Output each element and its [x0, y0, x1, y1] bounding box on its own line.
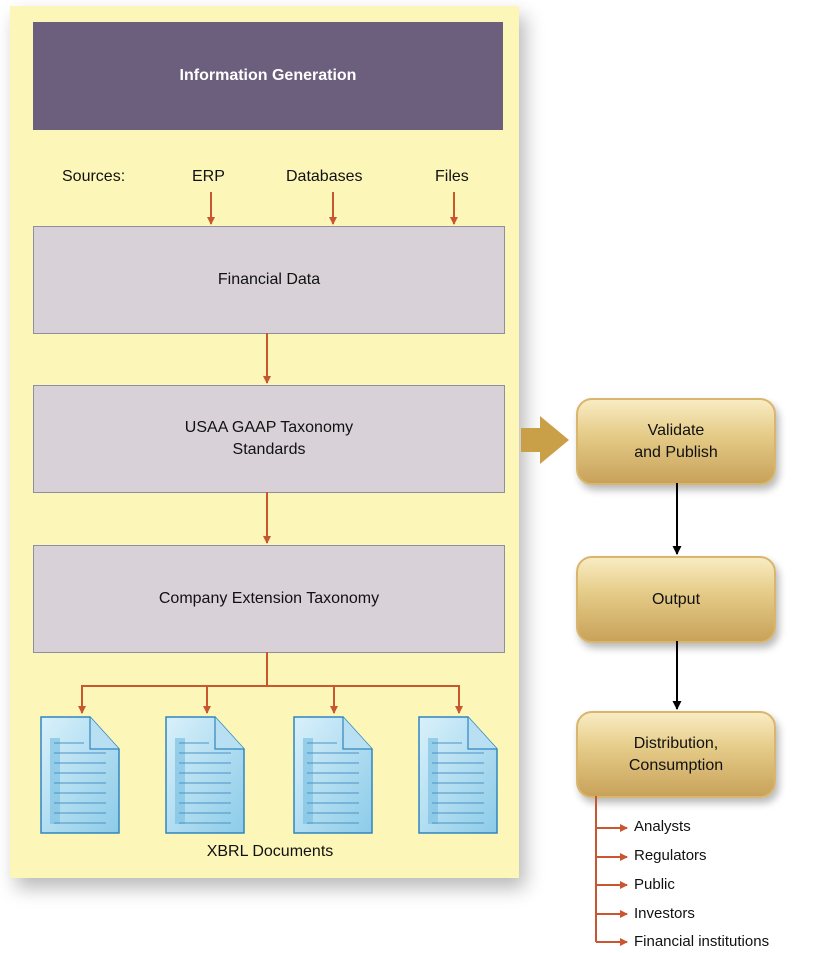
validate-publish-box: Validate and Publish: [576, 398, 776, 485]
header-title: Information Generation: [179, 67, 357, 84]
validate-label-line1: Validate: [647, 421, 705, 439]
sources-label: Sources:: [62, 168, 126, 185]
output-label: Output: [651, 590, 701, 608]
financial-data-label: Financial Data: [217, 271, 321, 288]
source-erp: ERP: [192, 168, 225, 185]
output-box: Output: [576, 556, 776, 643]
xbrl-document-1-icon: [40, 716, 120, 834]
consumer-investors: Investors: [634, 905, 695, 922]
xbrl-document-4-icon: [418, 716, 498, 834]
validate-label-line2: and Publish: [634, 443, 718, 461]
source-databases: Databases: [286, 168, 363, 185]
company-extension-box: Company Extension Taxonomy: [33, 545, 505, 653]
xbrl-documents-label: XBRL Documents: [206, 843, 334, 860]
distribution-box: Distribution, Consumption: [576, 711, 776, 798]
consumer-analysts: Analysts: [634, 818, 691, 835]
distribution-label-line1: Distribution,: [633, 734, 719, 752]
source-files: Files: [435, 168, 469, 185]
company-extension-label: Company Extension Taxonomy: [158, 590, 380, 607]
gaap-taxonomy-label-line1: USAA GAAP Taxonomy: [184, 419, 354, 436]
consumer-regulators: Regulators: [634, 847, 707, 864]
distribution-label-line2: Consumption: [628, 756, 724, 774]
consumer-financial-institutions: Financial institutions: [634, 933, 770, 950]
xbrl-document-2-icon: [165, 716, 245, 834]
information-generation-header: Information Generation: [33, 22, 503, 130]
gaap-taxonomy-label-line2: Standards: [232, 441, 306, 458]
big-arrow-to-validate: [521, 416, 569, 464]
consumer-public: Public: [634, 876, 675, 893]
xbrl-document-3-icon: [293, 716, 373, 834]
financial-data-box: Financial Data: [33, 226, 505, 334]
gaap-taxonomy-box: USAA GAAP Taxonomy Standards: [33, 385, 505, 493]
